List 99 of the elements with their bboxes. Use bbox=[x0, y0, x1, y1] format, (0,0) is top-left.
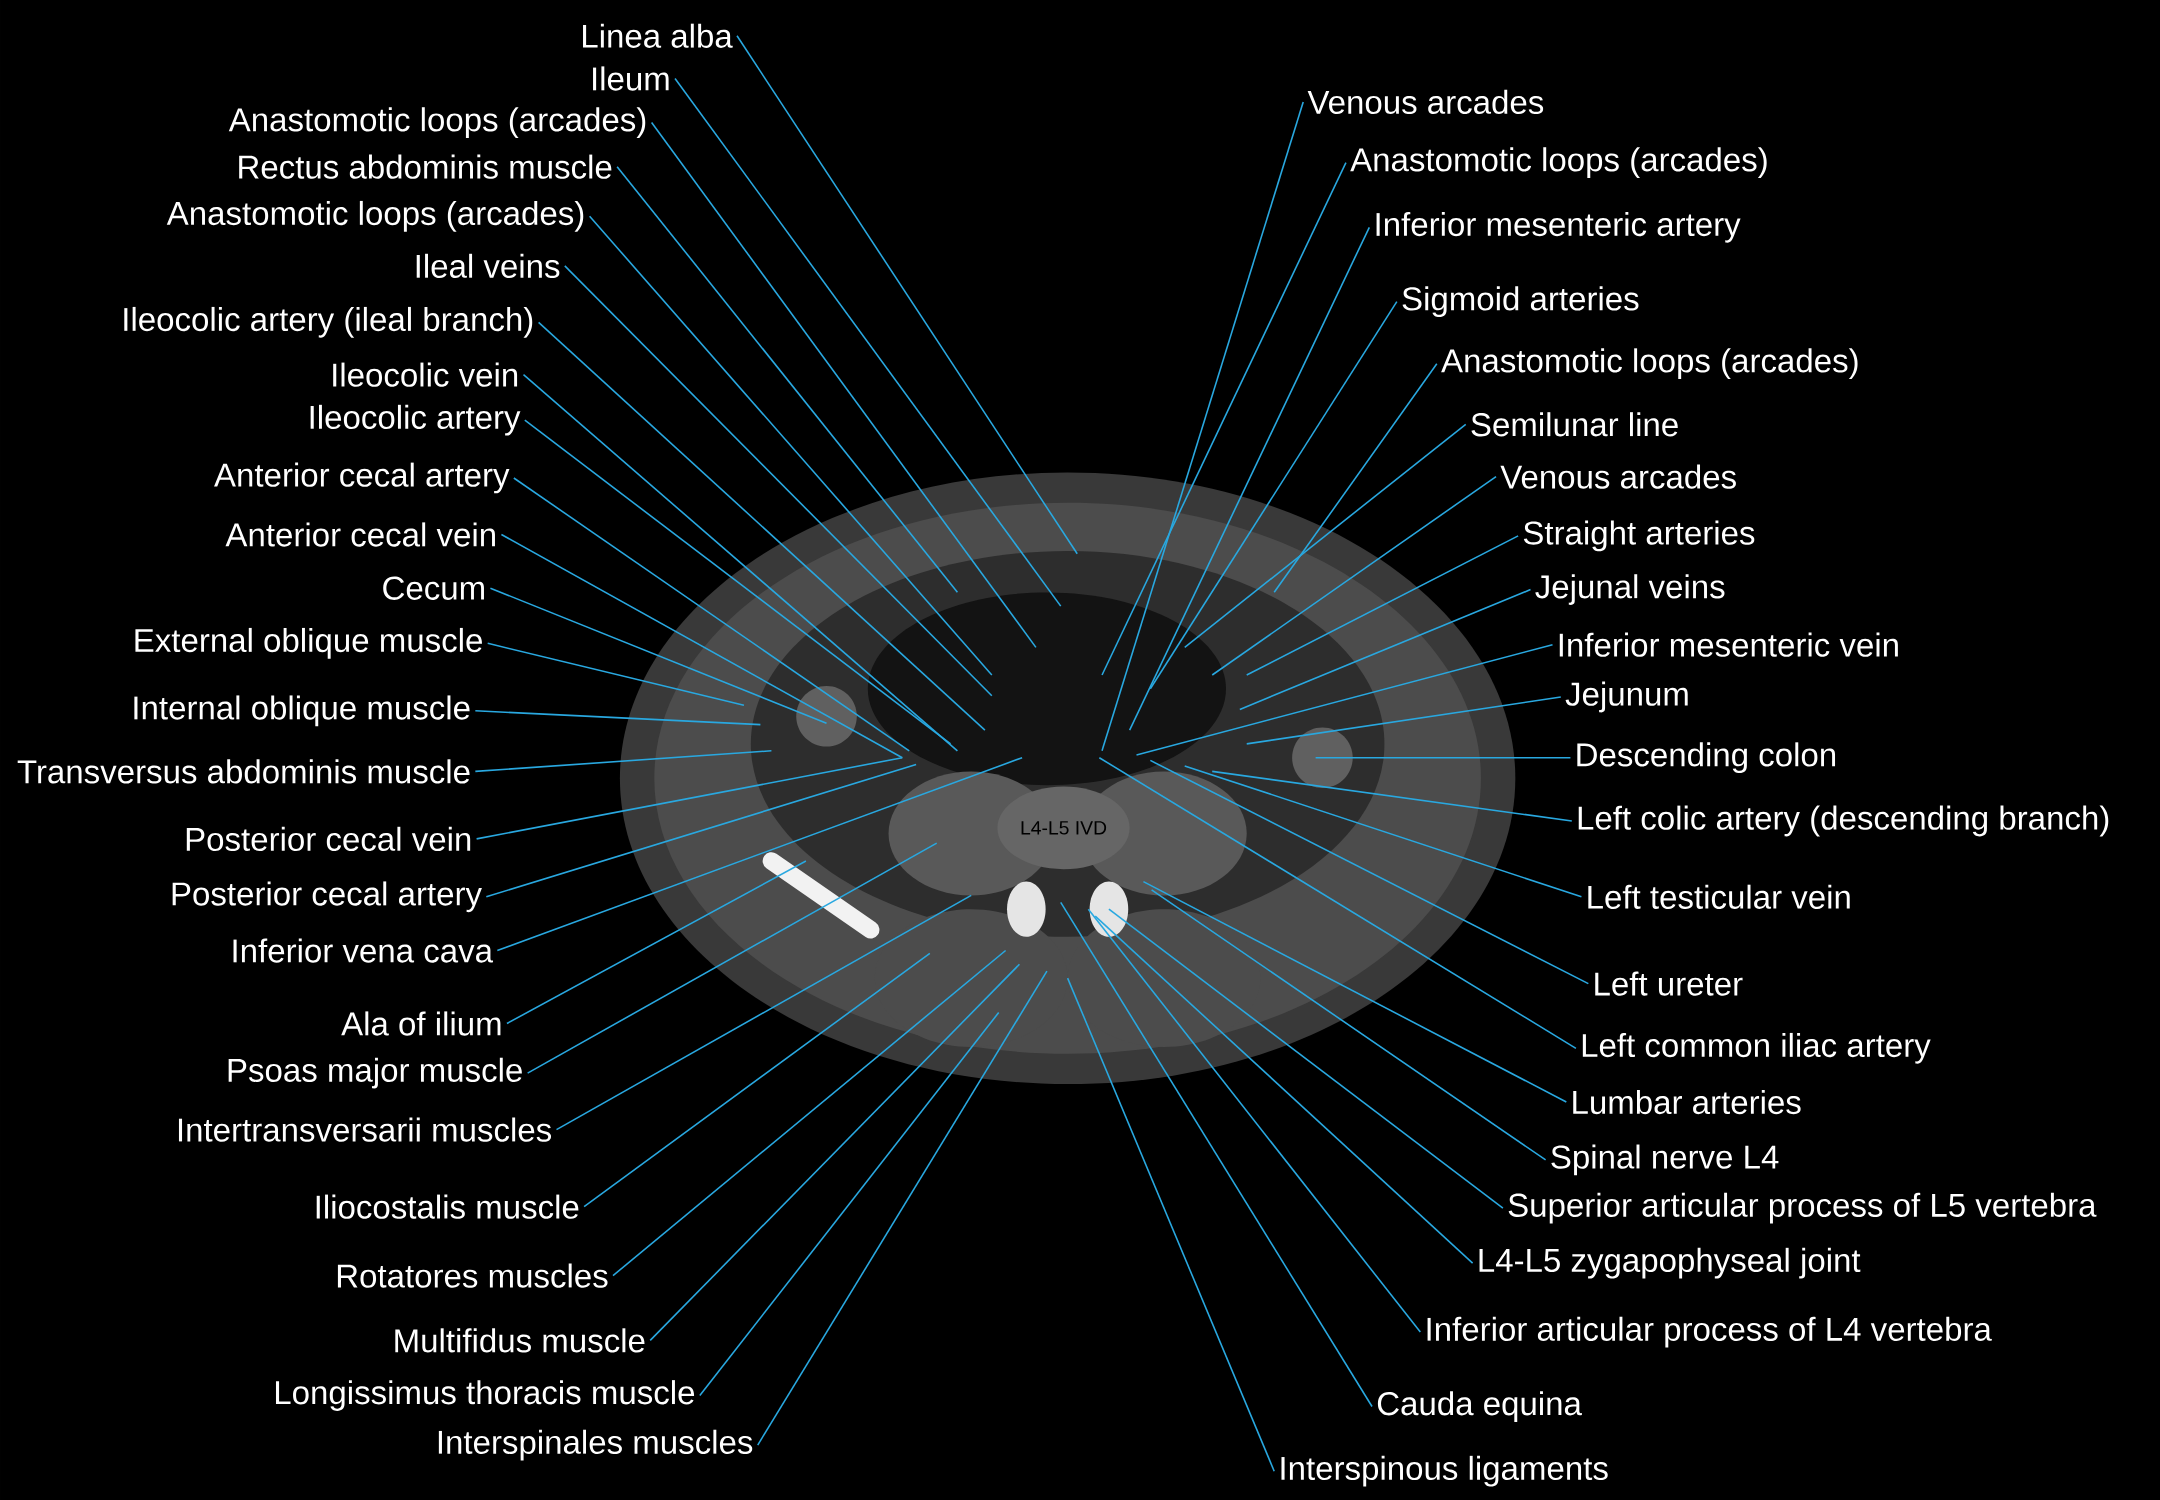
leader-line bbox=[649, 963, 1021, 1342]
anatomy-label: Posterior cecal artery bbox=[172, 881, 482, 913]
anatomy-label: Semilunar line bbox=[1471, 412, 1678, 437]
leader-line bbox=[612, 949, 1007, 1277]
leader-line bbox=[1150, 889, 1547, 1161]
leader-line bbox=[616, 165, 959, 593]
anatomy-label: Anastomotic loops (arcades) bbox=[228, 107, 646, 138]
anatomy-label: Inferior vena cava bbox=[233, 938, 493, 963]
anatomy-label: Interspinales muscles bbox=[438, 1429, 753, 1461]
leader-line bbox=[1094, 915, 1474, 1264]
leader-line bbox=[1183, 765, 1583, 898]
anatomy-label: Jejunum bbox=[1565, 681, 1688, 713]
anatomy-label: Jejunal veins bbox=[1535, 574, 1725, 605]
anatomy-label: Left common iliac artery bbox=[1582, 1032, 1931, 1064]
anatomy-label: Left testicular vein bbox=[1588, 884, 1850, 909]
anatomy-label: Sigmoid arteries bbox=[1402, 286, 1639, 317]
leader-line bbox=[475, 756, 904, 840]
leader-line bbox=[1149, 300, 1398, 690]
leader-line bbox=[756, 970, 1048, 1446]
anatomy-label: Ileocolic artery bbox=[310, 404, 521, 436]
leader-line bbox=[1211, 475, 1497, 676]
anatomy-label: Ileocolic artery (ileal branch) bbox=[124, 306, 533, 338]
leader-line bbox=[1183, 423, 1467, 649]
leader-line bbox=[1108, 908, 1504, 1209]
anatomy-label: Inferior mesenteric artery bbox=[1376, 211, 1741, 243]
leader-line bbox=[1101, 161, 1347, 676]
anatomy-label: Anastomotic loops (arcades) bbox=[1350, 147, 1767, 178]
leader-line bbox=[474, 709, 762, 726]
leader-line bbox=[474, 749, 773, 773]
leader-line bbox=[506, 860, 807, 1025]
leader-line bbox=[1142, 880, 1568, 1103]
leader-line bbox=[1135, 643, 1554, 756]
anatomy-label: Transversus abdominis muscle bbox=[17, 759, 470, 784]
anatomy-label: L4-L5 zygapophyseal joint bbox=[1479, 1247, 1861, 1279]
leader-line bbox=[500, 533, 904, 759]
anatomy-label: Posterior cecal vein bbox=[186, 826, 471, 851]
anatomy-label: Iliocostalis muscle bbox=[316, 1194, 579, 1219]
leader-line bbox=[489, 587, 828, 724]
anatomy-label: Linea alba bbox=[583, 23, 733, 48]
leader-line bbox=[564, 265, 993, 697]
leader-line bbox=[1245, 535, 1519, 676]
anatomy-label: Venous arcades bbox=[1500, 464, 1736, 489]
leader-line bbox=[736, 34, 1078, 555]
anatomy-label: Superior articular process of L5 vertebra bbox=[1508, 1192, 2097, 1224]
anatomy-label: Inferior mesenteric vein bbox=[1559, 632, 1898, 657]
leader-line bbox=[524, 419, 952, 745]
leader-line bbox=[1273, 362, 1438, 593]
leader-line bbox=[699, 1011, 1000, 1397]
leader-line bbox=[650, 121, 1037, 649]
anatomy-label: Ala of ilium bbox=[341, 1011, 501, 1036]
anatomy-label: Spinal nerve L4 bbox=[1551, 1144, 1779, 1176]
anatomy-label: Longissimus thoracis muscle bbox=[276, 1380, 695, 1411]
leader-line bbox=[588, 215, 993, 676]
anatomy-label: Cauda equina bbox=[1377, 1391, 1582, 1422]
leader-line bbox=[1245, 696, 1562, 745]
anatomy-label: Multifidus muscle bbox=[395, 1328, 645, 1353]
leader-line bbox=[583, 952, 931, 1208]
anatomy-label: Anterior cecal vein bbox=[225, 522, 495, 547]
anatomy-label: Ileal veins bbox=[416, 253, 560, 278]
leader-line bbox=[513, 477, 910, 752]
leader-line bbox=[1059, 901, 1373, 1408]
anatomy-label: Lumbar arteries bbox=[1573, 1089, 1801, 1115]
leader-line bbox=[1239, 588, 1532, 711]
anatomy-label: Venous arcades bbox=[1307, 89, 1544, 114]
anatomy-label: Straight arteries bbox=[1523, 520, 1755, 552]
anatomy-label: Intertransversarii muscles bbox=[178, 1117, 552, 1142]
anatomy-label: Psoas major muscle bbox=[228, 1057, 522, 1089]
leader-line bbox=[1314, 756, 1572, 759]
leader-line bbox=[1101, 101, 1304, 752]
anatomy-label: Descending colon bbox=[1577, 742, 1836, 773]
leader-line bbox=[555, 894, 972, 1131]
anatomy-label: Inferior articular process of L4 vertebra bbox=[1427, 1316, 1992, 1348]
leader-line bbox=[1087, 908, 1422, 1333]
leader-line bbox=[485, 763, 917, 898]
leader-line bbox=[1098, 756, 1577, 1049]
anatomy-label: Anastomotic loops (arcades) bbox=[1441, 348, 1858, 379]
leader-line bbox=[1149, 759, 1590, 985]
leader-line bbox=[486, 642, 745, 706]
anatomy-label: External oblique muscle bbox=[135, 627, 482, 659]
anatomy-label: Internal oblique muscle bbox=[134, 695, 470, 727]
region-label: L4-L5 IVD bbox=[1021, 821, 1107, 835]
anatomy-label: Anterior cecal artery bbox=[214, 462, 510, 494]
leader-line bbox=[674, 77, 1062, 607]
anatomy-label: Ileum bbox=[593, 66, 669, 91]
leader-line bbox=[537, 321, 986, 731]
leader-line bbox=[1211, 770, 1573, 822]
anatomy-label: Left colic artery (descending branch) bbox=[1578, 805, 2109, 837]
leader-line bbox=[1066, 977, 1275, 1472]
anatomy-label: Rectus abdominis muscle bbox=[239, 154, 612, 179]
anatomy-label: Ileocolic vein bbox=[333, 362, 518, 387]
anatomy-label: Rotatores muscles bbox=[337, 1263, 608, 1288]
anatomy-label: Interspinous ligaments bbox=[1281, 1455, 1608, 1487]
leader-line bbox=[1128, 226, 1371, 731]
leader-line bbox=[522, 373, 959, 752]
anatomy-label: Cecum bbox=[383, 576, 484, 600]
anatomy-label: Left ureter bbox=[1595, 971, 1743, 996]
anatomy-label: Anastomotic loops (arcades) bbox=[166, 200, 584, 232]
leader-line bbox=[496, 756, 1023, 952]
leader-line bbox=[526, 842, 938, 1074]
